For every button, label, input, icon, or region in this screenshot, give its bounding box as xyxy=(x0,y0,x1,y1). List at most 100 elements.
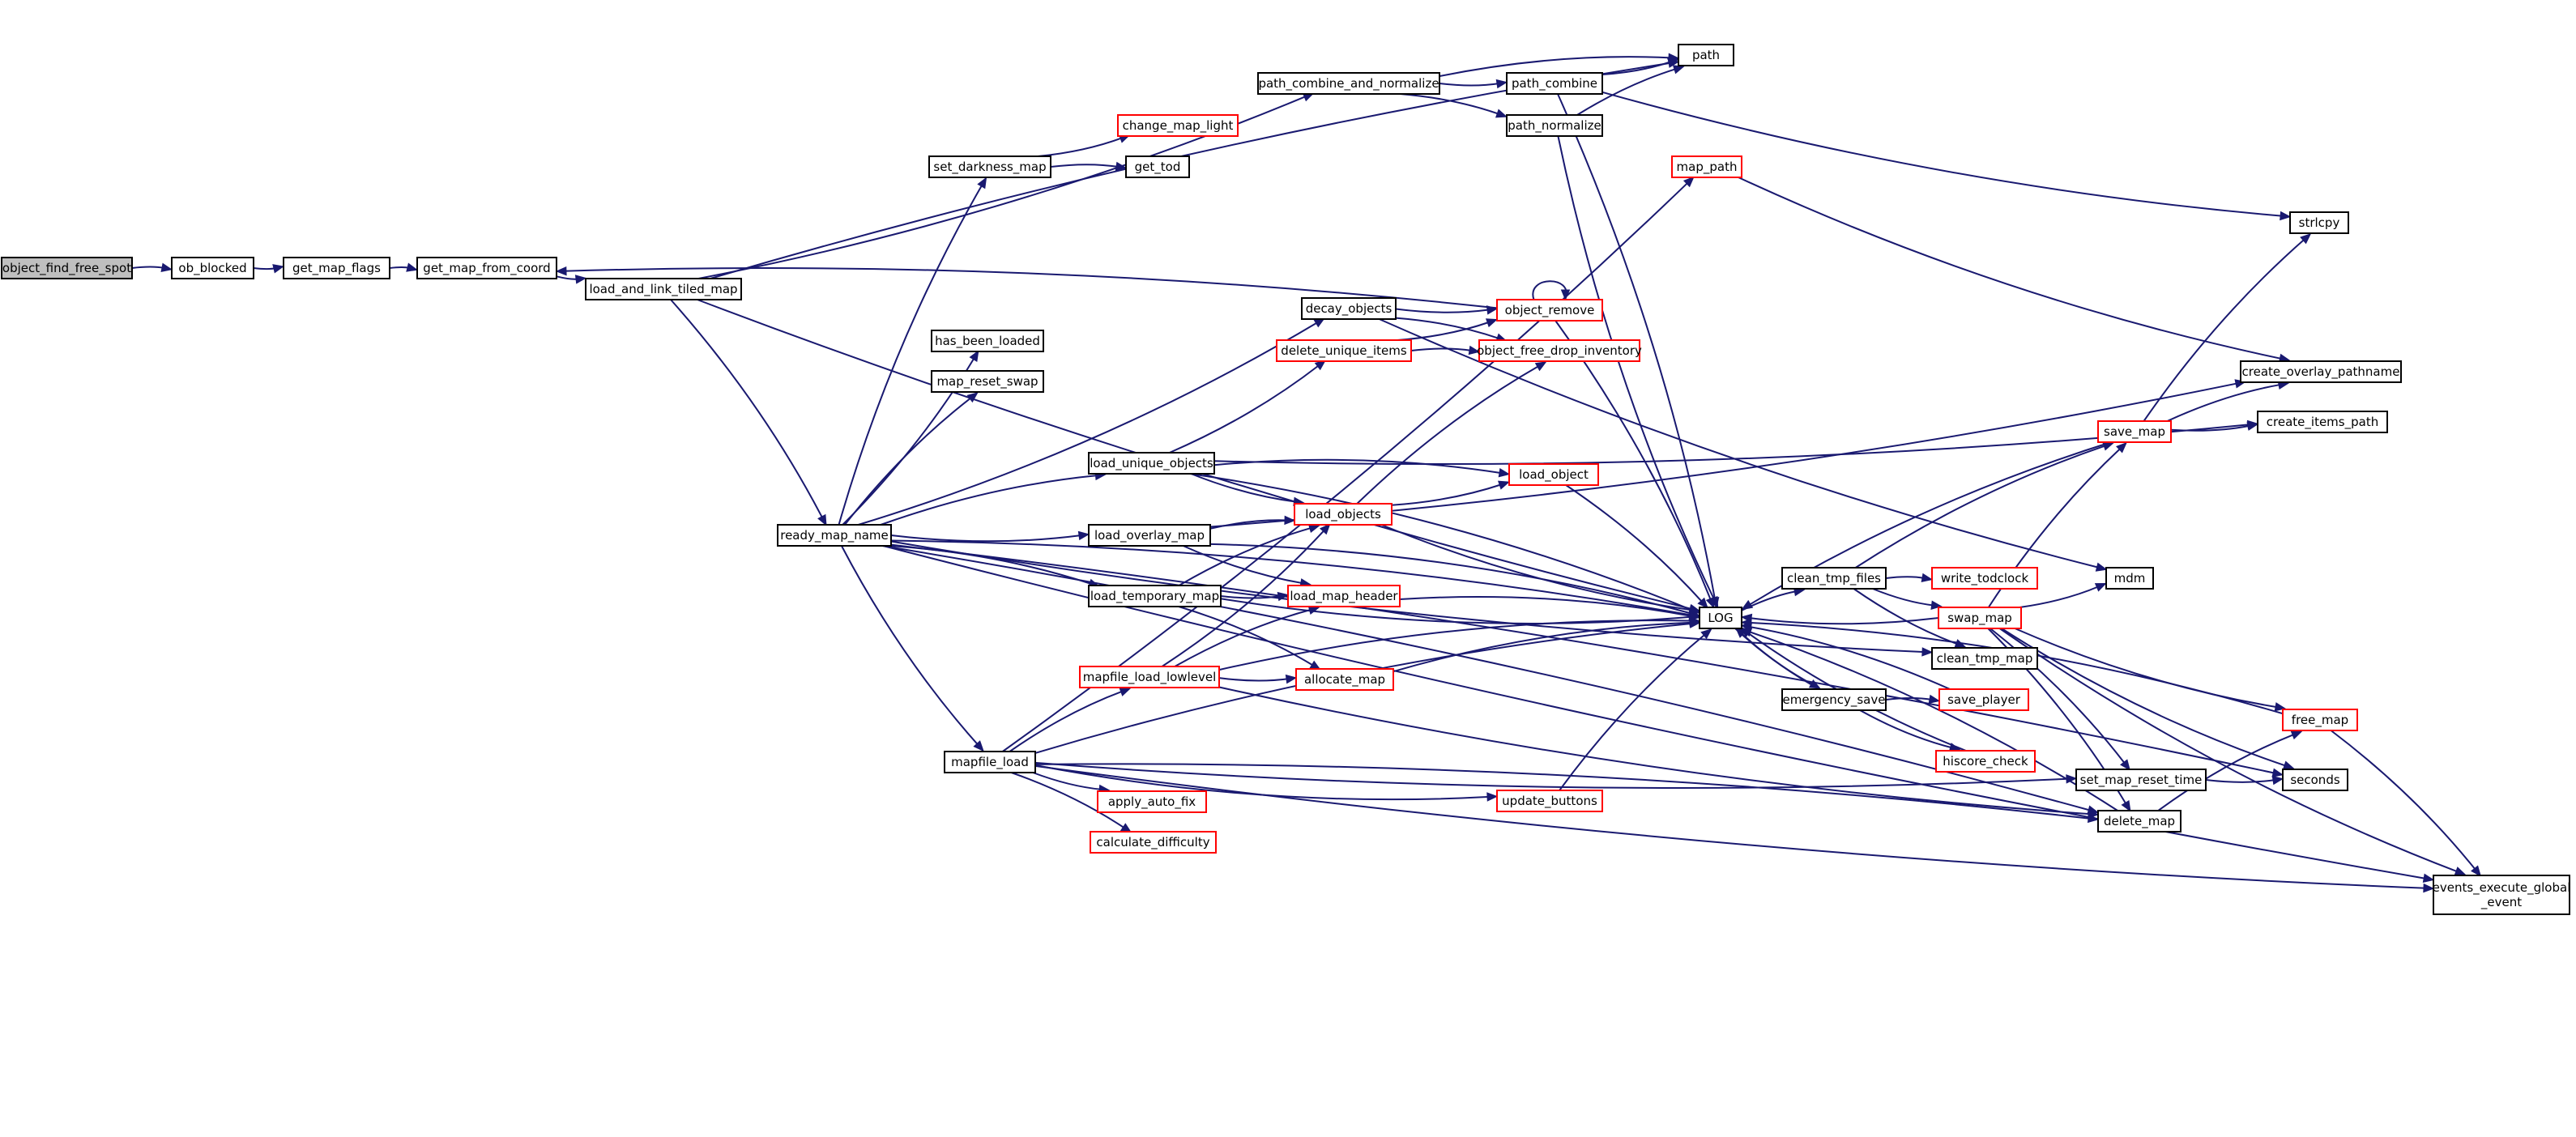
arrowhead xyxy=(1689,619,1701,628)
node-label: delete_map xyxy=(2104,814,2175,829)
edge-line xyxy=(1050,164,1120,168)
node-strlcpy[interactable]: strlcpy xyxy=(2289,211,2349,234)
node-mdm[interactable]: mdm xyxy=(2105,567,2154,590)
arrowhead xyxy=(272,264,285,274)
node-write-todclock[interactable]: write_todclock xyxy=(1931,567,2038,590)
edge-path-combine-and-normalize-to-path-combine xyxy=(1439,79,1508,89)
node-label: load_objects xyxy=(1305,507,1381,522)
edge-update-buttons-to-LOG xyxy=(1559,628,1712,791)
edge-line xyxy=(1400,93,1500,116)
edge-line xyxy=(1397,321,1491,341)
edge-line xyxy=(1034,763,2092,820)
node-box xyxy=(1931,567,2038,590)
edge-set-darkness-map-to-get-tod xyxy=(1050,161,1128,172)
node-clean-tmp-map[interactable]: clean_tmp_map xyxy=(1931,647,2038,670)
node-label: emergency_save xyxy=(1783,692,1886,708)
edge-line xyxy=(2166,383,2282,422)
node-apply-auto-fix[interactable]: apply_auto_fix xyxy=(1097,790,1207,813)
node-load-object[interactable]: load_object xyxy=(1508,463,1599,486)
node-emergency-save[interactable]: emergency_save xyxy=(1781,688,1887,711)
edge-line xyxy=(1872,588,1934,607)
node-load-unique-objects[interactable]: load_unique_objects xyxy=(1088,452,1215,475)
node-mapfile-load[interactable]: mapfile_load xyxy=(944,751,1036,773)
arrowhead xyxy=(1468,345,1481,356)
edge-line xyxy=(1392,621,1693,673)
node-object-find-free-spot[interactable]: object_find_free_spot xyxy=(1,257,133,279)
node-path-normalize[interactable]: path_normalize xyxy=(1506,114,1603,137)
node-box xyxy=(171,257,254,279)
arrowhead xyxy=(2290,730,2303,740)
node-box xyxy=(931,330,1044,352)
node-box xyxy=(1097,790,1207,813)
node-load-temporary-map[interactable]: load_temporary_map xyxy=(1088,585,1222,607)
node-ready-map-name[interactable]: ready_map_name xyxy=(777,524,892,547)
node-has-been-loaded[interactable]: has_been_loaded xyxy=(931,330,1044,352)
node-swap-map[interactable]: swap_map xyxy=(1938,607,2022,629)
edge-line xyxy=(1859,709,1953,749)
edge-line xyxy=(1209,543,1693,615)
node-LOG[interactable]: LOG xyxy=(1699,607,1742,629)
arrowhead xyxy=(2271,775,2284,786)
node-set-map-reset-time[interactable]: set_map_reset_time xyxy=(2075,769,2207,791)
arrowhead xyxy=(1740,618,1752,628)
node-set-darkness-map[interactable]: set_darkness_map xyxy=(928,155,1051,178)
node-mapfile-load-lowlevel[interactable]: mapfile_load_lowlevel xyxy=(1079,666,1220,688)
node-seconds[interactable]: seconds xyxy=(2282,769,2348,791)
node-delete-map[interactable]: delete_map xyxy=(2097,810,2181,833)
node-label: path_combine xyxy=(1512,76,1597,92)
node-get-tod[interactable]: get_tod xyxy=(1125,155,1190,178)
node-clean-tmp-files[interactable]: clean_tmp_files xyxy=(1781,567,1887,590)
node-object-free-drop-inventory[interactable]: object_free_drop_inventory xyxy=(1477,339,1642,362)
edge-line xyxy=(1190,473,1297,503)
node-get-map-flags[interactable]: get_map_flags xyxy=(283,257,390,279)
node-path-combine[interactable]: path_combine xyxy=(1506,72,1603,95)
node-delete-unique-items[interactable]: delete_unique_items xyxy=(1276,339,1412,362)
node-label: update_buttons xyxy=(1502,794,1597,809)
arrowhead xyxy=(2422,873,2435,884)
node-create-items-path[interactable]: create_items_path xyxy=(2257,411,2388,433)
node-box xyxy=(1506,72,1603,95)
edge-ready-map-name-to-map-reset-swap xyxy=(844,392,979,526)
node-ob-blocked[interactable]: ob_blocked xyxy=(171,257,254,279)
node-box xyxy=(1506,114,1603,137)
node-box xyxy=(1088,585,1222,607)
edge-line xyxy=(1220,595,1282,599)
edge-load-object-to-LOG xyxy=(1565,484,1708,609)
node-box xyxy=(585,278,742,300)
node-decay-objects[interactable]: decay_objects xyxy=(1301,297,1397,320)
arrowhead xyxy=(1921,647,1934,657)
node-path[interactable]: path xyxy=(1678,44,1734,66)
node-map-path[interactable]: map_path xyxy=(1671,155,1742,178)
node-save-player[interactable]: save_player xyxy=(1938,688,2029,711)
node-box xyxy=(1090,831,1217,854)
node-load-objects[interactable]: load_objects xyxy=(1294,503,1392,526)
node-path-combine-and-normalize[interactable]: path_combine_and_normalize xyxy=(1257,72,1440,95)
node-get-map-from-coord[interactable]: get_map_from_coord xyxy=(416,257,557,279)
node-load-overlay-map[interactable]: load_overlay_map xyxy=(1088,524,1211,547)
edge-line xyxy=(1391,483,1503,506)
node-box xyxy=(777,524,892,547)
arrowhead xyxy=(2095,562,2108,572)
node-box xyxy=(1088,452,1215,475)
node-label: load_temporary_map xyxy=(1090,589,1219,604)
arrowhead xyxy=(2094,582,2107,592)
node-load-and-link-tiled-map[interactable]: load_and_link_tiled_map xyxy=(585,278,742,300)
node-calculate-difficulty[interactable]: calculate_difficulty xyxy=(1090,831,1217,854)
node-allocate-map[interactable]: allocate_map xyxy=(1295,668,1394,691)
node-object-remove[interactable]: object_remove xyxy=(1496,299,1603,322)
node-update-buttons[interactable]: update_buttons xyxy=(1496,790,1603,812)
node-load-map-header[interactable]: load_map_header xyxy=(1287,585,1401,607)
node-label: load_overlay_map xyxy=(1094,528,1205,543)
edge-mapfile-load-to-mapfile-load-lowlevel xyxy=(1009,688,1132,752)
node-box xyxy=(1088,524,1211,547)
node-change-map-light[interactable]: change_map_light xyxy=(1117,114,1239,137)
node-create-overlay-pathname[interactable]: create_overlay_pathname xyxy=(2240,360,2402,383)
edge-save-map-to-create-items-path xyxy=(2170,421,2259,432)
node-events-execute-global-event[interactable]: events_execute_global_event xyxy=(2433,875,2571,915)
edge-line xyxy=(890,540,1926,654)
edge-object-find-free-spot-to-ob-blocked xyxy=(131,262,173,273)
node-map-reset-swap[interactable]: map_reset_swap xyxy=(931,370,1044,393)
node-hiscore-check[interactable]: hiscore_check xyxy=(1935,750,2036,773)
node-save-map[interactable]: save_map xyxy=(2097,420,2172,443)
node-free-map[interactable]: free_map xyxy=(2282,709,2358,731)
